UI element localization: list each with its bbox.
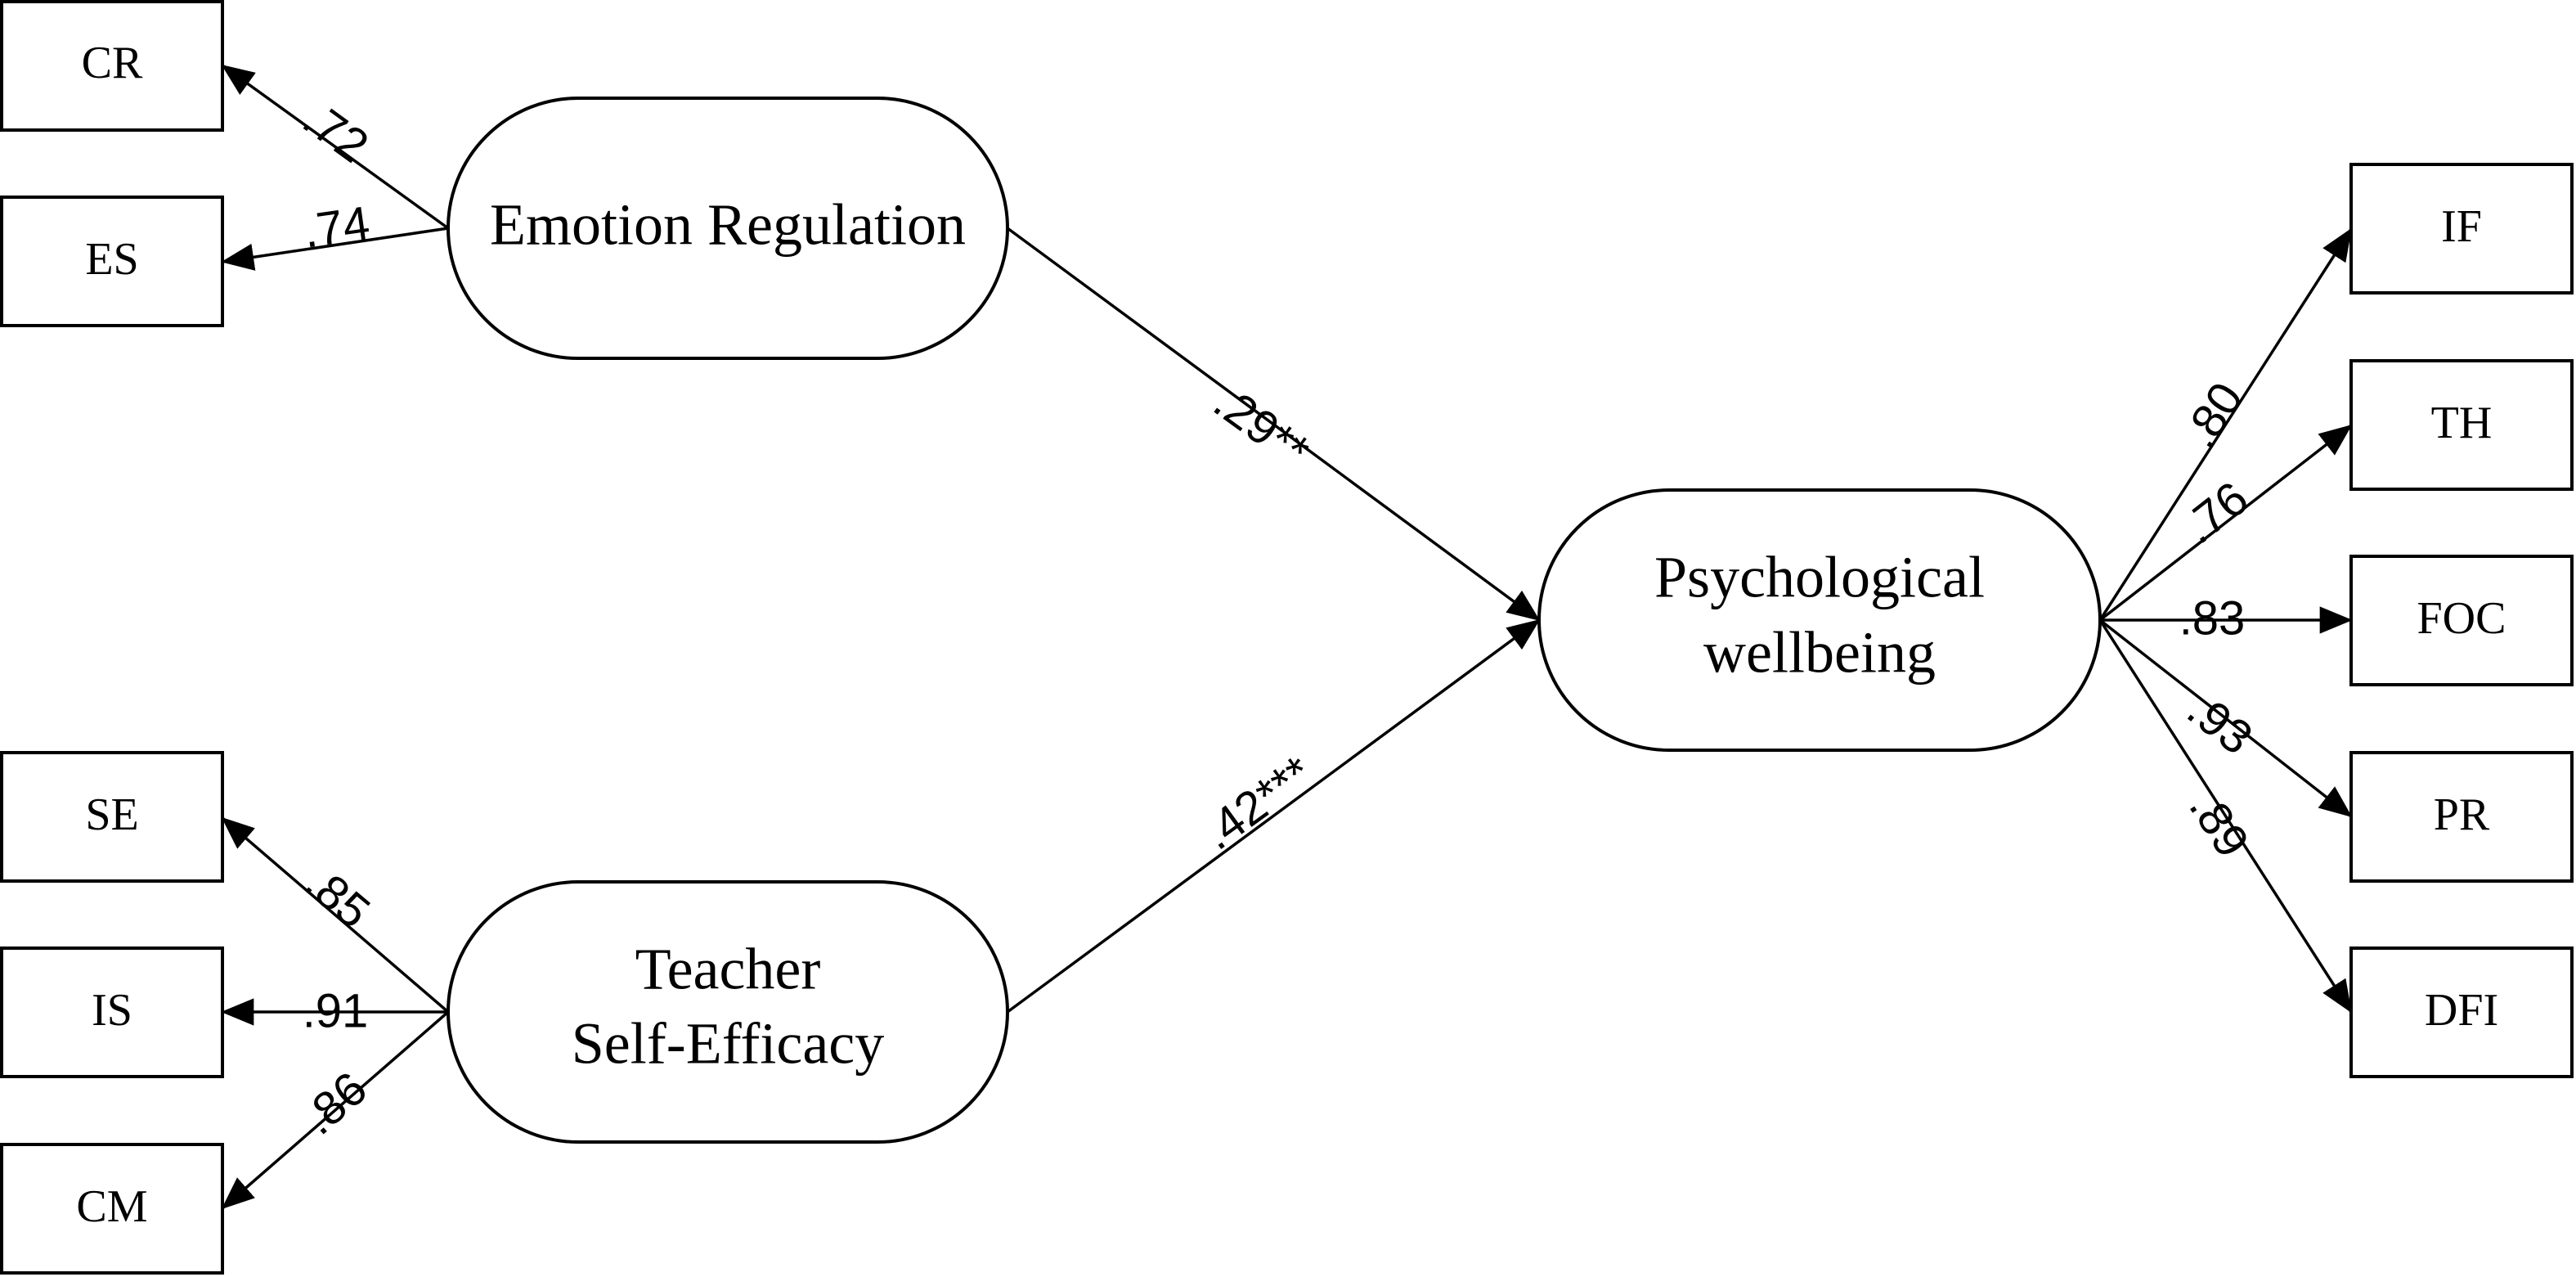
indicator-cr: CR [0,0,224,132]
latent-emotion-regulation: Emotion Regulation [447,97,1009,360]
latent-teacher-self-efficacy: Teacher Self-Efficacy [447,880,1009,1144]
edge-emotion-es [221,227,449,271]
indicator-dfi-label: DFI [2425,985,2498,1036]
loading-is: .91 [303,984,369,1037]
edge-wellbeing-if [2098,227,2353,621]
indicator-se: SE [0,751,224,883]
indicator-es-label: ES [85,234,138,285]
edge-efficacy-se [221,816,450,1014]
indicator-if: IF [2349,163,2574,295]
loading-dfi: .89 [2179,782,2259,866]
edge-emotion-cr [221,64,450,230]
loading-se: .85 [295,856,380,939]
indicator-dfi: DFI [2349,947,2574,1078]
edges [221,64,2353,1210]
loading-if: .80 [2173,373,2253,457]
latent-psychological-wellbeing: Psychological wellbeing [1537,488,2102,752]
loading-es: .74 [300,196,373,259]
indicator-if-label: IF [2441,201,2482,252]
indicator-cm-label: CM [76,1181,147,1232]
indicator-is-label: IS [92,985,132,1036]
path-efficacy-wellbeing: .42*** [1192,746,1322,861]
indicator-cr-label: CR [82,38,143,88]
latent-teacher-self-efficacy-line2: Self-Efficacy [572,1011,884,1077]
loading-cm: .86 [293,1062,378,1145]
latent-teacher-self-efficacy-line1: Teacher [635,937,821,1002]
indicator-pr-label: PR [2434,789,2490,840]
indicator-se-label: SE [85,789,138,840]
loading-cr: .72 [294,92,378,173]
indicator-th-label: TH [2431,398,2493,448]
edge-wellbeing-pr [2098,618,2353,818]
indicator-cm: CM [0,1143,224,1275]
indicator-foc-label: FOC [2417,593,2506,644]
latent-psychological-wellbeing-line2: wellbeing [1703,620,1936,686]
edge-emotion-wellbeing [1006,227,1541,622]
loading-pr: .93 [2178,682,2263,765]
indicator-pr: PR [2349,751,2574,883]
indicator-th: TH [2349,359,2574,491]
edge-wellbeing-dfi [2098,619,2353,1014]
indicator-es: ES [0,196,224,327]
edge-wellbeing-th [2098,424,2353,622]
edge-efficacy-wellbeing [1006,618,1541,1014]
loading-foc: .83 [2179,591,2246,645]
indicator-is: IS [0,947,224,1078]
latent-psychological-wellbeing-line1: Psychological [1654,545,1985,610]
indicator-foc: FOC [2349,555,2574,686]
edge-efficacy-cm [221,1010,450,1210]
path-emotion-wellbeing: .29** [1204,375,1318,479]
latent-emotion-regulation-label: Emotion Regulation [490,192,966,258]
